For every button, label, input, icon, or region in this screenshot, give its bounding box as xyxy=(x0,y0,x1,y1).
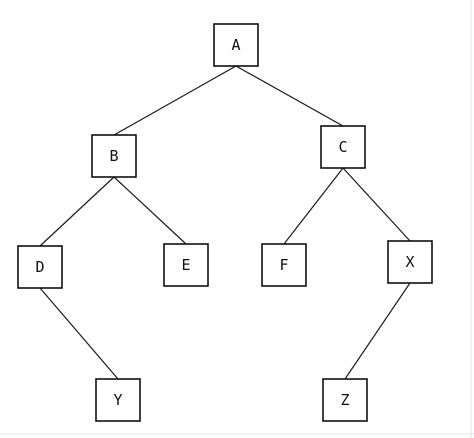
node-box xyxy=(320,125,366,169)
edge-a-b xyxy=(113,65,237,136)
edge-x-z xyxy=(344,282,411,380)
node-label: A xyxy=(231,36,240,54)
node-layer: A B C D E F X Y Z xyxy=(17,23,433,422)
node-box xyxy=(163,243,209,287)
tree-node-b: B xyxy=(91,134,137,178)
node-label: D xyxy=(35,258,44,276)
edge-b-e xyxy=(113,176,187,245)
node-box xyxy=(387,240,433,284)
edge-a-c xyxy=(235,65,344,127)
node-label: Z xyxy=(340,391,349,409)
node-label: B xyxy=(109,147,118,165)
node-box xyxy=(261,243,307,287)
node-box xyxy=(213,23,259,67)
tree-node-f: F xyxy=(261,243,307,287)
tree-node-x: X xyxy=(387,240,433,284)
edge-b-d xyxy=(39,176,115,247)
tree-node-a: A xyxy=(213,23,259,67)
tree-node-d: D xyxy=(17,245,63,289)
node-label: E xyxy=(181,256,190,274)
node-label: F xyxy=(279,256,288,274)
tree-node-e: E xyxy=(163,243,209,287)
node-box xyxy=(17,245,63,289)
tree-node-z: Z xyxy=(322,378,368,422)
edge-c-f xyxy=(283,167,344,245)
node-box xyxy=(95,378,141,422)
edge-c-x xyxy=(342,167,411,242)
node-label: C xyxy=(338,138,347,156)
edge-layer xyxy=(39,65,411,380)
node-box xyxy=(91,134,137,178)
node-label: X xyxy=(405,253,414,271)
node-box xyxy=(322,378,368,422)
tree-node-c: C xyxy=(320,125,366,169)
node-label: Y xyxy=(113,391,122,409)
tree-node-y: Y xyxy=(95,378,141,422)
edge-d-y xyxy=(39,287,119,380)
